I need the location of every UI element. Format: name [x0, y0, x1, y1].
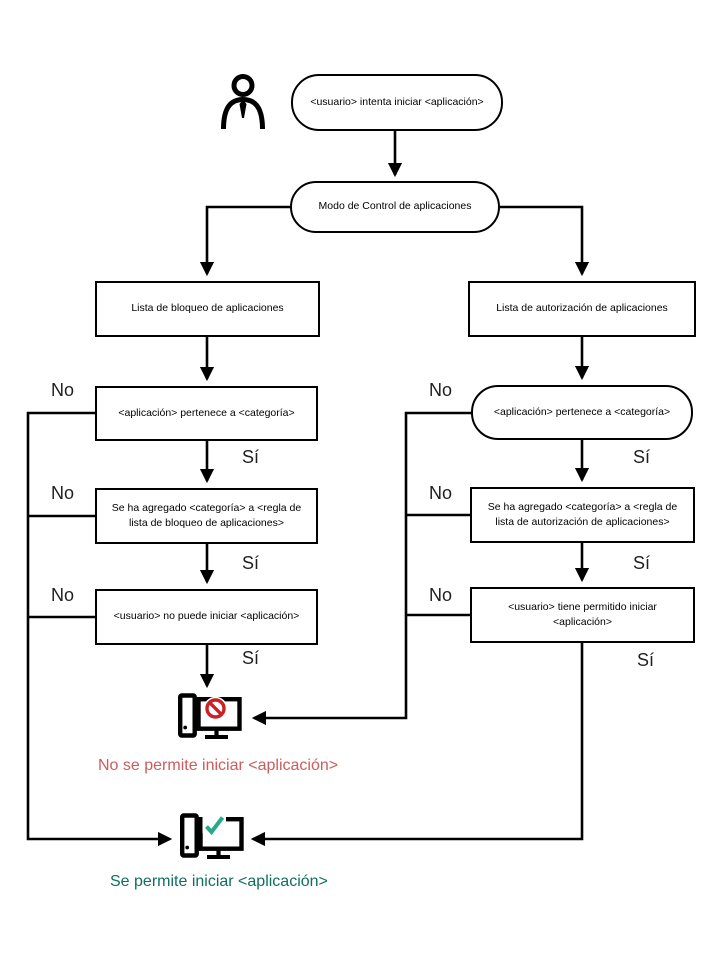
blocked-outcome-text: No se permite iniciar <aplicación> [98, 757, 339, 774]
label-no-left-3: No [51, 585, 75, 605]
label-yes-left-3: Sí [242, 648, 260, 668]
node-deny-category-check: <aplicación> pertenece a <categoría> [95, 386, 318, 441]
node-allow-rule-check: Se ha agregado <categoría> a <regla de l… [470, 487, 695, 543]
connector-right-no-bus-to-blocked [251, 411, 471, 726]
node-deny-user-check: <usuario> no puede iniciar <aplicación> [95, 589, 318, 645]
node-deny-user-label: <usuario> no puede iniciar <aplicación> [113, 610, 300, 623]
node-allowlist: Lista de autorización de aplicaciones [468, 281, 696, 337]
user-icon [221, 74, 265, 130]
allowed-outcome-text: Se permite iniciar <aplicación> [110, 873, 328, 890]
label-yes-right-2: Sí [633, 553, 651, 573]
node-deny-rule-check: Se ha agregado <categoría> a <regla de l… [95, 488, 318, 544]
connector-mode-to-denylist [199, 205, 290, 277]
node-denylist-label: Lista de bloqueo de aplicaciones [131, 302, 284, 315]
node-start: <usuario> intenta iniciar <aplicación> [291, 74, 503, 131]
node-deny-rule-label: Se ha agregado <categoría> a <regla de l… [111, 501, 302, 529]
label-no-right-2: No [429, 483, 453, 503]
node-allow-user-label: <usuario> tiene permitido iniciar <aplic… [508, 600, 657, 628]
label-yes-right-1: Sí [633, 447, 651, 467]
node-allow-category-label: <aplicación> pertenece a <categoría> [493, 405, 671, 418]
label-yes-right-3: Sí [637, 650, 655, 670]
label-no-left-2: No [51, 483, 75, 503]
node-allow-category-check: <aplicación> pertenece a <categoría> [471, 385, 693, 440]
connector-allow-user-yes-to-allowed [250, 643, 584, 847]
prohibition-slash [208, 701, 223, 716]
allowed-computer-icon [180, 813, 244, 859]
connector-left-no-bus [26, 411, 173, 847]
label-no-right-1: No [429, 380, 453, 400]
check-icon [205, 816, 225, 836]
node-allow-user-check: <usuario> tiene permitido iniciar <aplic… [470, 587, 695, 643]
blocked-computer-icon [178, 693, 242, 739]
node-allow-rule-label: Se ha agregado <categoría> a <regla de l… [487, 500, 678, 528]
node-deny-category-label: <aplicación> pertenece a <categoría> [118, 406, 295, 419]
label-yes-left-2: Sí [242, 553, 260, 573]
node-control-mode: Modo de Control de aplicaciones [290, 181, 500, 233]
connector-mode-to-allowlist [500, 205, 590, 277]
node-denylist: Lista de bloqueo de aplicaciones [95, 281, 320, 337]
node-allowlist-label: Lista de autorización de aplicaciones [496, 302, 668, 315]
label-no-left-1: No [51, 380, 75, 400]
node-start-label: <usuario> intenta iniciar <aplicación> [310, 95, 484, 108]
label-no-right-3: No [429, 585, 453, 605]
node-control-mode-label: Modo de Control de aplicaciones [318, 200, 472, 213]
label-yes-left-1: Sí [242, 447, 260, 467]
